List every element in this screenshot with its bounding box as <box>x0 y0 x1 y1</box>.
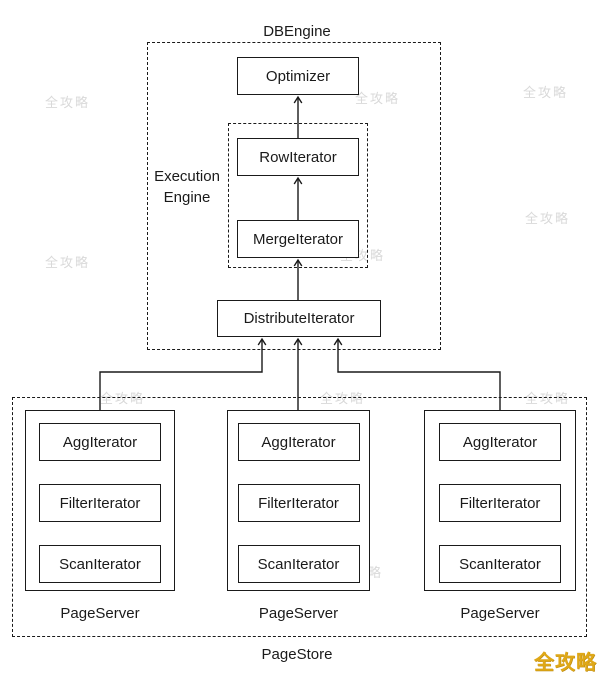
agg-iterator-node: AggIterator <box>39 423 161 461</box>
scan-iterator-node: ScanIterator <box>439 545 561 583</box>
faint-watermark: 全攻略 <box>525 391 571 406</box>
faint-watermark: 全攻略 <box>525 211 571 226</box>
pagestore-label: PageStore <box>261 646 333 663</box>
execution-engine-label: Execution Engine <box>146 166 228 208</box>
merge-iterator-node: MergeIterator <box>237 220 359 258</box>
dbengine-label: DBEngine <box>263 23 331 40</box>
pageserver-box-3: AggIterator FilterIterator ScanIterator <box>424 410 576 591</box>
distribute-iterator-node: DistributeIterator <box>217 300 381 337</box>
agg-iterator-node: AggIterator <box>237 423 360 461</box>
agg-iterator-node: AggIterator <box>439 423 561 461</box>
scan-iterator-node: ScanIterator <box>237 545 360 583</box>
row-iterator-node: RowIterator <box>237 138 359 176</box>
pageserver-box-1: AggIterator FilterIterator ScanIterator <box>25 410 175 591</box>
execution-engine-label-line2: Engine <box>163 189 211 206</box>
filter-iterator-node: FilterIterator <box>439 484 561 522</box>
pageserver-box-2: AggIterator FilterIterator ScanIterator <box>227 410 370 591</box>
pageserver-label-1: PageServer <box>60 605 140 622</box>
faint-watermark: 全攻略 <box>523 85 569 100</box>
filter-iterator-node: FilterIterator <box>237 484 360 522</box>
execution-engine-label-line1: Execution <box>154 168 220 185</box>
pageserver-label-3: PageServer <box>460 605 540 622</box>
gold-watermark: 全攻略 <box>534 652 597 674</box>
filter-iterator-node: FilterIterator <box>39 484 161 522</box>
pageserver-label-2: PageServer <box>258 605 339 622</box>
faint-watermark: 全攻略 <box>355 91 401 106</box>
faint-watermark: 全攻略 <box>45 95 91 110</box>
pagestore-container <box>12 397 587 637</box>
dbengine-container <box>147 42 441 350</box>
optimizer-node: Optimizer <box>237 57 359 95</box>
faint-watermark: 全攻略 <box>45 255 91 270</box>
scan-iterator-node: ScanIterator <box>39 545 161 583</box>
